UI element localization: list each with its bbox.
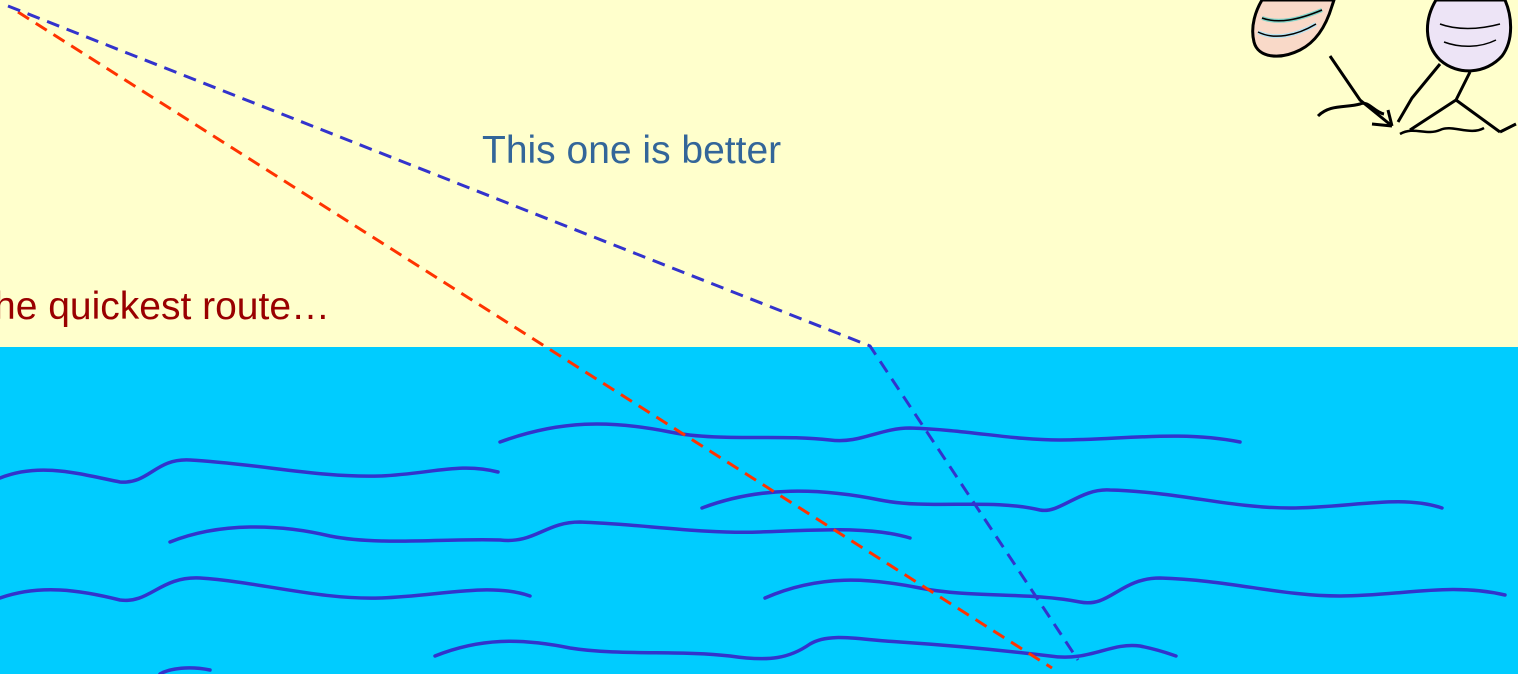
waves-group [0, 422, 1507, 674]
wave-line [433, 635, 1178, 661]
wave-line [0, 458, 500, 484]
wave-line [0, 576, 532, 603]
wave-line [498, 422, 1242, 444]
wave-line [763, 576, 1507, 605]
quickest-route-label: he quickest route… [0, 285, 331, 328]
better-route-line [7, 4, 1080, 661]
better-route-label: This one is better [482, 129, 782, 172]
wave-line [158, 666, 212, 674]
wave-line [168, 520, 912, 544]
wave-line [700, 488, 1444, 513]
sand-region [0, 0, 1518, 347]
water-region [0, 347, 1518, 674]
wading-bird-icon [1251, 0, 1517, 136]
straight-route-line [17, 10, 1053, 670]
